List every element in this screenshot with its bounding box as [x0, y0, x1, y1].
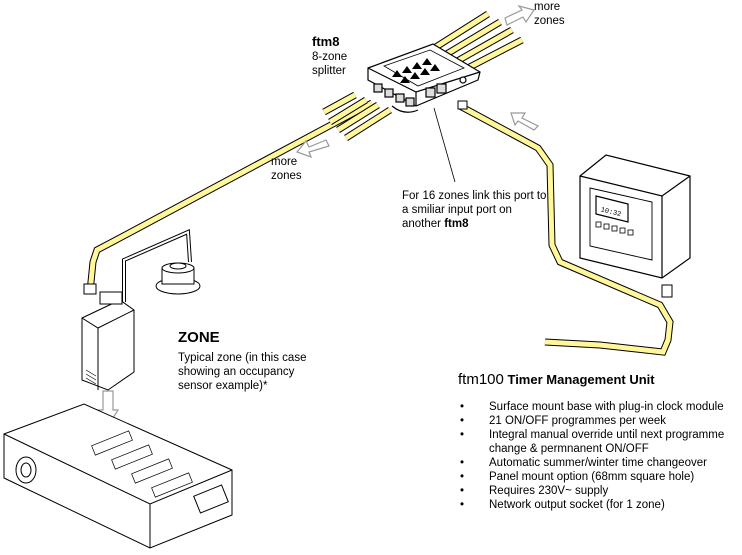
link-note: For 16 zones link this port to a smiliar…	[402, 189, 552, 231]
feature-item: Automatic summer/winter time changeover	[454, 456, 742, 470]
arrow-more-zones-left	[295, 139, 330, 159]
arrow-timer-to-splitter	[510, 112, 540, 131]
feature-item: Requires 230V~ supply	[454, 484, 742, 498]
cables-more-zones-left	[322, 91, 392, 141]
feature-item: Network output socket (for 1 zone)	[454, 498, 742, 512]
feature-item: 21 ON/OFF programmes per week	[454, 414, 742, 428]
feature-item: Panel mount option (68mm square hole)	[454, 470, 742, 484]
ftm100-timer-unit	[579, 154, 691, 279]
zone-base-unit	[3, 403, 233, 549]
cable-timer-to-splitter	[458, 102, 674, 356]
zone-title: ZONE	[178, 329, 220, 346]
link-note-pointer	[433, 107, 456, 183]
ftm100-feature-list: Surface mount base with plug-in clock mo…	[454, 400, 742, 512]
arrow-more-zones-top	[504, 4, 535, 26]
feature-item: Surface mount base with plug-in clock mo…	[454, 400, 742, 414]
occupancy-sensor	[122, 229, 201, 302]
ftm8-subtitle: 8-zone splitter	[312, 51, 348, 77]
ftm100-title: ftm100 Timer Management Unit	[458, 371, 655, 388]
timer-cable-plug	[661, 284, 673, 298]
cable-splitter-to-zone	[86, 99, 374, 293]
timer-buttons	[595, 221, 634, 236]
link-note-text: For 16 zones link this port to a smiliar…	[402, 190, 547, 230]
splitter-arrow-icons	[392, 58, 440, 83]
more-zones-top-label: more zones	[534, 1, 565, 27]
ftm8-label: ftm8	[312, 34, 340, 49]
zone-module	[81, 291, 135, 391]
ftm100-subtitle: Timer Management Unit	[507, 372, 655, 387]
more-zones-left-label: more zones	[271, 156, 302, 182]
feature-item: Integral manual override until next prog…	[454, 428, 742, 456]
ftm8-splitter-box	[367, 43, 481, 113]
splitter-input-plug	[457, 100, 468, 110]
ftm100-name: ftm100	[458, 371, 504, 388]
zone-description: Typical zone (in this case showing an oc…	[178, 352, 307, 392]
zone-cable-plug	[83, 283, 97, 295]
timer-display	[595, 195, 629, 223]
link-note-ftm8: ftm8	[444, 218, 469, 230]
